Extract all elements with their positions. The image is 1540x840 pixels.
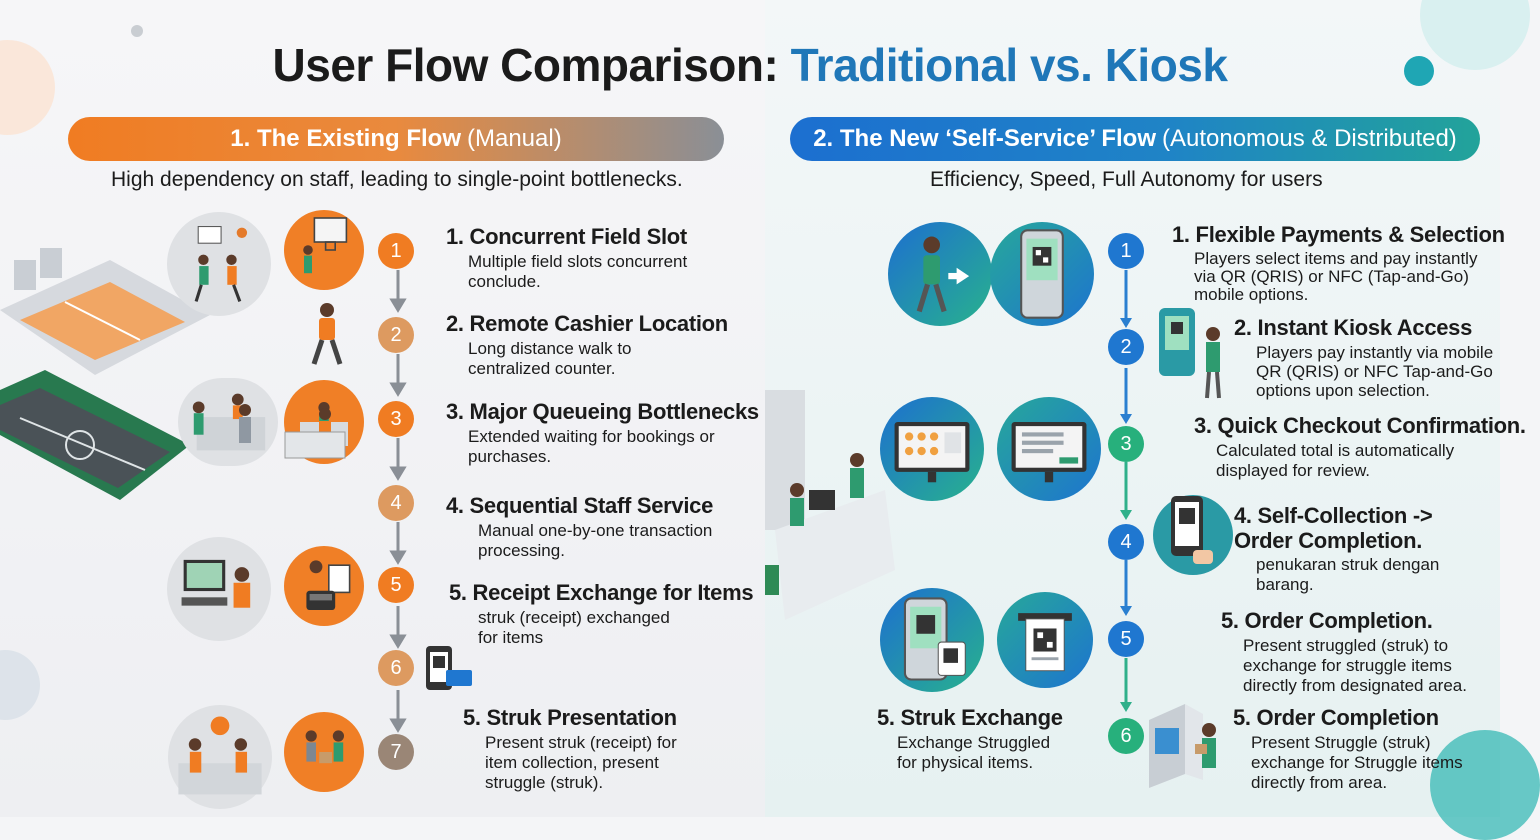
step-number: 7 xyxy=(378,734,414,770)
step-title: 2. Instant Kiosk Access xyxy=(1234,315,1473,340)
step-number: 2 xyxy=(378,317,414,353)
step-description: Present Struggle (struk) exchange for St… xyxy=(1251,733,1463,792)
step-number: 2 xyxy=(1108,329,1144,365)
decorative-dot xyxy=(131,25,143,37)
step-number: 4 xyxy=(1108,524,1144,560)
new-step: 3. Quick Checkout Confirmation. Calculat… xyxy=(1194,413,1526,481)
step-title: 5. Receipt Exchange for Items xyxy=(449,580,754,605)
step-title: 5. Order Completion. xyxy=(1221,608,1433,633)
new-flow-header: 2. The New ‘Self-Service’ Flow (Autonomo… xyxy=(790,117,1480,161)
step-number: 1 xyxy=(1108,233,1144,269)
step-description: Present struggled (struk) to exchange fo… xyxy=(1243,636,1467,695)
qr-phone-scan-icon xyxy=(880,588,984,692)
new-step: 5. Order Completion. Present struggled (… xyxy=(1221,608,1497,696)
step-number: 5 xyxy=(1108,621,1144,657)
new-flow-header-tag: (Autonomous & Distributed) xyxy=(1162,125,1457,152)
new-step: 5. Struk Exchange Exchange Struggled for… xyxy=(877,705,1097,773)
new-step: 2. Instant Kiosk Access Players pay inst… xyxy=(1234,315,1498,400)
walking-person-icon xyxy=(311,303,343,365)
new-flow-subtitle: Efficiency, Speed, Full Autonomy for use… xyxy=(930,168,1323,191)
step-description: Present struk (receipt) for item collect… xyxy=(485,733,677,792)
kiosk-station-illustration xyxy=(765,390,895,620)
existing-flow-subtitle: High dependency on staff, leading to sin… xyxy=(111,168,683,191)
menu-screen-icon xyxy=(880,397,984,501)
receipt-handover-icon xyxy=(168,705,272,809)
step-title: 3. Quick Checkout Confirmation. xyxy=(1194,413,1526,438)
step-description: penukaran struk dengan barang. xyxy=(1256,555,1440,594)
phone-card-icon xyxy=(426,646,472,690)
step-title: 5. Struk Exchange xyxy=(877,705,1063,730)
title-main: User Flow Comparison: xyxy=(272,39,779,91)
computer-staff-icon xyxy=(167,537,271,641)
existing-flow-arrows xyxy=(389,270,407,733)
phone-qr-icon xyxy=(1153,495,1233,575)
step-title: 5. Struk Presentation xyxy=(463,705,677,730)
existing-flow-header: 1. The Existing Flow (Manual) xyxy=(68,117,724,161)
step-description: Players select items and pay instantly v… xyxy=(1194,249,1478,304)
payment-terminal-icon xyxy=(284,546,364,626)
step-number: 5 xyxy=(378,567,414,603)
basketball-hoop-icon xyxy=(284,210,364,290)
walking-to-kiosk-icon xyxy=(888,222,992,326)
new-flow-arrows xyxy=(1120,270,1132,712)
step-title: 3. Major Queueing Bottlenecks xyxy=(446,399,759,424)
step-title: 1. Concurrent Field Slot xyxy=(446,224,687,249)
existing-step: 1. Concurrent Field Slot Multiple field … xyxy=(446,224,746,292)
step-description: Calculated total is automatically displa… xyxy=(1216,441,1455,480)
checkout-screen-icon xyxy=(997,397,1101,501)
step-description: Multiple field slots concurrent conclude… xyxy=(468,252,688,291)
existing-step: 4. Sequential Staff Service Manual one-b… xyxy=(446,493,746,561)
step-number: 3 xyxy=(378,401,414,437)
step-number: 4 xyxy=(378,485,414,521)
decorative-circle xyxy=(1430,730,1540,840)
existing-step: 3. Major Queueing Bottlenecks Extended w… xyxy=(446,399,759,467)
step-title: 4. Sequential Staff Service xyxy=(446,493,714,518)
page-title: User Flow Comparison: Traditional vs. Ki… xyxy=(0,38,1500,92)
step-title: 5. Order Completion xyxy=(1233,705,1439,730)
existing-step: 5. Receipt Exchange for Items struk (rec… xyxy=(449,580,754,648)
step-title: 2. Remote Cashier Location xyxy=(446,311,728,336)
item-collection-icon xyxy=(284,712,364,792)
step-description: Exchange Struggled for physical items. xyxy=(897,733,1051,772)
step-number: 6 xyxy=(378,650,414,686)
step-description: Players pay instantly via mobile QR (QRI… xyxy=(1256,343,1494,400)
existing-step: 2. Remote Cashier Location Long distance… xyxy=(446,311,746,379)
step-description: struk (receipt) exchanged for items xyxy=(478,608,670,647)
step-description: Manual one-by-one transaction processing… xyxy=(478,521,713,560)
existing-flow-header-title: 1. The Existing Flow xyxy=(230,125,461,152)
existing-flow-header-tag: (Manual) xyxy=(467,125,562,152)
existing-step: 5. Struk Presentation Present struk (rec… xyxy=(463,705,763,793)
step-description: Extended waiting for bookings or purchas… xyxy=(468,427,715,466)
kiosk-user-icon xyxy=(1159,308,1221,399)
sports-field-illustration xyxy=(0,248,210,500)
queue-people-icon xyxy=(239,404,346,459)
step-number: 1 xyxy=(378,233,414,269)
queue-counter-icon xyxy=(178,378,278,466)
new-flow-header-title: 2. The New ‘Self-Service’ Flow xyxy=(813,125,1156,152)
qr-kiosk-icon xyxy=(990,222,1094,326)
decorative-dot xyxy=(1404,56,1434,86)
printed-receipt-icon xyxy=(997,592,1093,688)
step-number: 6 xyxy=(1108,718,1144,754)
step-title: 1. Flexible Payments & Selection xyxy=(1172,222,1505,247)
title-accent: Traditional vs. Kiosk xyxy=(790,39,1228,91)
new-step: 1. Flexible Payments & Selection Players… xyxy=(1172,222,1505,304)
step-number: 3 xyxy=(1108,426,1144,462)
collection-point-icon xyxy=(1149,704,1216,788)
new-step: 4. Self-Collection -> Order Completion. … xyxy=(1234,503,1454,595)
step-title: 4. Self-Collection -> Order Completion. xyxy=(1234,503,1433,553)
basketball-players-icon xyxy=(167,212,271,316)
new-step: 5. Order Completion Present Struggle (st… xyxy=(1233,705,1497,793)
step-description: Long distance walk to centralized counte… xyxy=(468,339,632,378)
